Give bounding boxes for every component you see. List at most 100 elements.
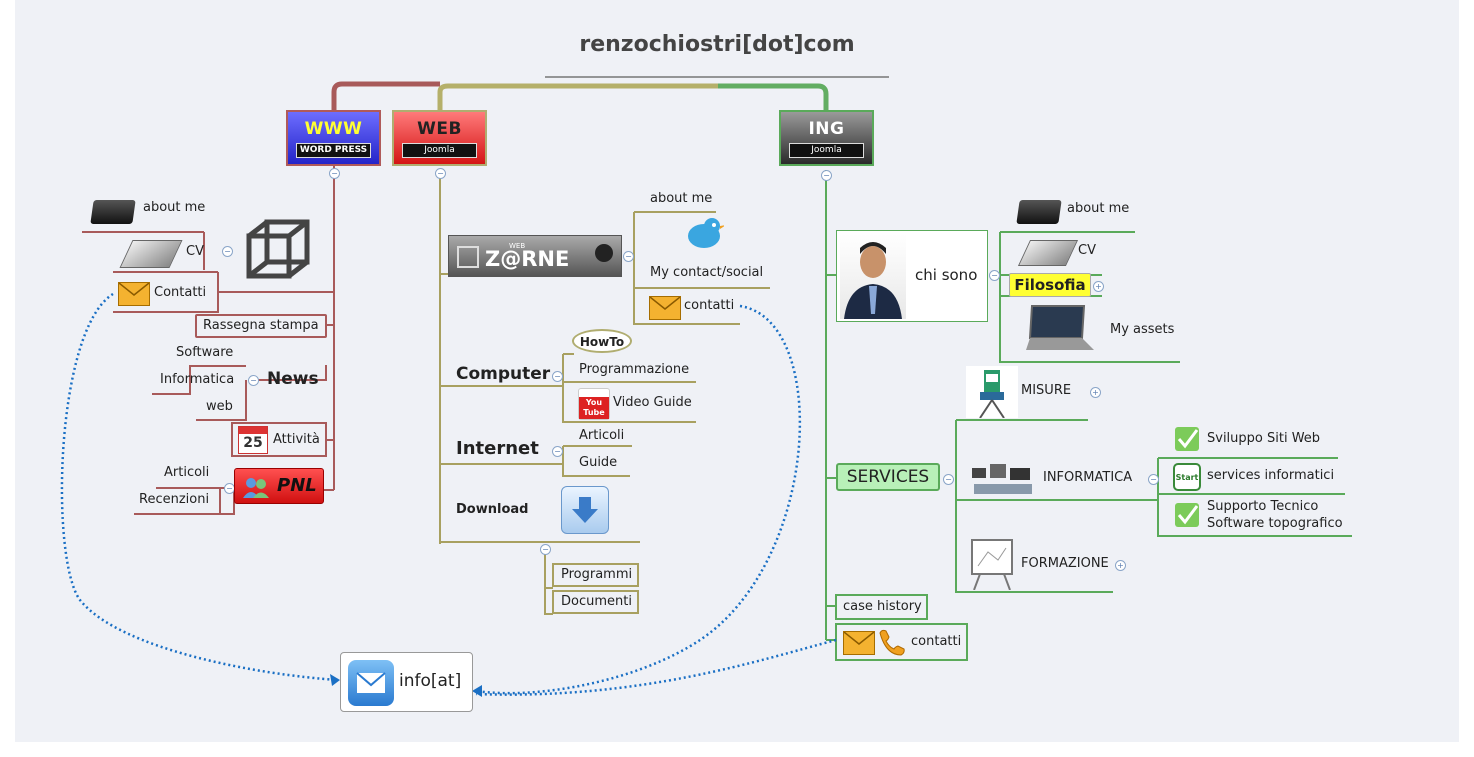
chi-sono-node[interactable]: chi sono — [836, 230, 988, 322]
surveying-instrument-icon — [966, 366, 1018, 419]
collapse-informatica-icon[interactable]: − — [1148, 474, 1159, 485]
envelope-icon-www — [118, 282, 150, 306]
web-download[interactable]: Download — [456, 502, 529, 517]
web-programmi[interactable]: Programmi — [561, 567, 633, 582]
zarne-label: Z@RNE — [485, 247, 570, 271]
twitter-bird-icon — [684, 216, 726, 254]
collapse-news-icon[interactable]: − — [248, 375, 259, 386]
calendar-icon: 25 — [238, 426, 268, 454]
web-contact-social[interactable]: My contact/social — [650, 265, 764, 280]
mindmap-canvas — [15, 0, 1459, 742]
download-arrow-icon — [561, 486, 609, 534]
cube-logo-icon — [457, 246, 479, 268]
ing-case-history[interactable]: case history — [843, 599, 922, 614]
web-computer[interactable]: Computer — [456, 364, 551, 384]
info-label: info[at] — [399, 671, 462, 691]
youtube-label: You Tube — [579, 397, 609, 419]
web-internet[interactable]: Internet — [456, 438, 539, 459]
wordpress-badge: WORD PRESS — [296, 143, 371, 158]
impossible-cube-icon — [243, 216, 313, 286]
collapse-internet-icon[interactable]: − — [552, 446, 563, 457]
web-contatti[interactable]: contatti — [684, 298, 735, 313]
collapse-zarne-icon[interactable]: − — [623, 251, 634, 262]
branch-www-label: WWW — [304, 119, 363, 139]
zarne-small: WEB — [509, 242, 526, 250]
howto-label: HowTo — [579, 335, 625, 349]
branch-ing-label: ING — [808, 119, 845, 139]
phone-icon — [876, 627, 906, 657]
check-icon-sviluppo — [1175, 427, 1199, 451]
collapse-cv-icon[interactable]: − — [222, 246, 233, 257]
collapse-www-icon[interactable]: − — [329, 168, 340, 179]
services-node[interactable]: SERVICES — [836, 463, 940, 491]
web-programmazione[interactable]: Programmazione — [579, 362, 690, 377]
www-news[interactable]: News — [267, 369, 319, 389]
expand-formazione-icon[interactable]: + — [1115, 560, 1126, 571]
pnl-item-articoli[interactable]: Articoli — [164, 465, 210, 480]
collapse-ing-icon[interactable]: − — [821, 170, 832, 181]
joomla-badge-ing: Joomla — [789, 143, 864, 158]
envelope-icon-web — [649, 296, 681, 320]
branch-web-label: WEB — [417, 119, 462, 139]
howto-bubble[interactable]: HowTo — [572, 329, 632, 353]
www-rassegna-stampa[interactable]: Rassegna stampa — [203, 318, 319, 333]
typewriter-icon-ing — [1016, 200, 1062, 224]
www-cv[interactable]: CV — [186, 244, 204, 259]
laptop-assets-icon — [1026, 304, 1096, 356]
filosofia-label: Filosofia — [1014, 276, 1086, 294]
chi-sono-label: chi sono — [915, 266, 978, 284]
collapse-web-icon[interactable]: − — [435, 168, 446, 179]
zarne-node[interactable]: WEB Z@RNE — [448, 235, 622, 277]
branch-www[interactable]: WWW WORD PRESS — [286, 110, 381, 166]
calendar-day: 25 — [243, 435, 263, 451]
envelope-icon-ing — [843, 631, 875, 655]
web-guide[interactable]: Guide — [579, 455, 618, 470]
pnl-label: PNL — [277, 475, 317, 496]
branch-web[interactable]: WEB Joomla — [392, 110, 487, 166]
ing-informatica[interactable]: INFORMATICA — [1043, 470, 1133, 485]
pnl-item-recenzioni[interactable]: Recenzioni — [139, 492, 210, 507]
news-item-web[interactable]: web — [206, 399, 233, 414]
ing-supporto-tecnico[interactable]: Supporto Tecnico — [1207, 499, 1319, 514]
expand-filosofia-icon[interactable]: + — [1093, 281, 1104, 292]
ing-services-informatici[interactable]: services informatici — [1207, 468, 1335, 483]
ing-misure[interactable]: MISURE — [1021, 383, 1072, 398]
informatica-icons — [970, 460, 1036, 498]
mail-app-icon — [348, 660, 394, 706]
collapse-services-icon[interactable]: − — [943, 474, 954, 485]
info-node[interactable]: info[at] — [340, 652, 473, 712]
news-item-software[interactable]: Software — [176, 345, 234, 360]
ing-contatti[interactable]: contatti — [911, 634, 962, 649]
expand-misure-icon[interactable]: + — [1090, 387, 1101, 398]
www-about-me[interactable]: about me — [143, 200, 206, 215]
joomla-badge-web: Joomla — [402, 143, 477, 158]
page-title: renzochiostri[dot]com — [579, 32, 855, 57]
typewriter-icon — [90, 200, 136, 224]
ing-cv[interactable]: CV — [1078, 243, 1096, 258]
web-articoli[interactable]: Articoli — [579, 428, 625, 443]
filosofia-node[interactable]: Filosofia — [1009, 273, 1091, 297]
news-item-informatica[interactable]: Informatica — [160, 372, 235, 387]
users-icon — [241, 476, 271, 498]
ing-sviluppo-siti[interactable]: Sviluppo Siti Web — [1207, 431, 1321, 446]
ing-my-assets[interactable]: My assets — [1110, 322, 1175, 337]
web-about-me[interactable]: about me — [650, 191, 713, 206]
collapse-chisono-icon[interactable]: − — [989, 270, 1000, 281]
branch-ing[interactable]: ING Joomla — [779, 110, 874, 166]
ing-software-topografico[interactable]: Software topografico — [1207, 516, 1343, 531]
web-video-guide[interactable]: Video Guide — [613, 395, 692, 410]
youtube-icon: You Tube — [578, 388, 610, 420]
start-icon: Start — [1173, 463, 1201, 491]
collapse-computer-icon[interactable]: − — [552, 371, 563, 382]
web-documenti[interactable]: Documenti — [561, 594, 632, 609]
ing-formazione[interactable]: FORMAZIONE — [1021, 556, 1109, 571]
whiteboard-icon — [968, 538, 1016, 591]
pnl-node[interactable]: PNL — [234, 468, 324, 504]
www-contatti[interactable]: Contatti — [154, 285, 207, 300]
collapse-download-icon[interactable]: − — [540, 544, 551, 555]
portrait-photo — [840, 234, 906, 319]
services-label: SERVICES — [846, 467, 930, 487]
check-icon-supporto — [1175, 503, 1199, 527]
www-attivita[interactable]: Attività — [273, 432, 320, 447]
ing-about-me[interactable]: about me — [1067, 201, 1130, 216]
